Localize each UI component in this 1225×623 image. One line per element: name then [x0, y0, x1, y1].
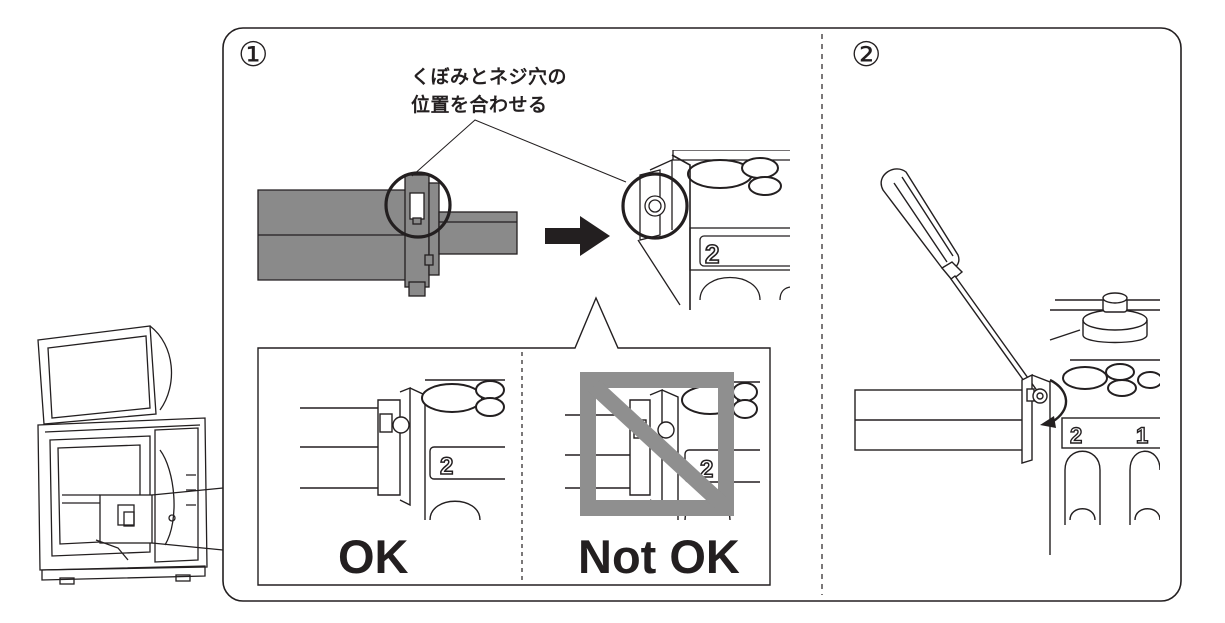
- instruction-panel-frame: [222, 27, 1182, 602]
- alignment-callout-text: くぼみとネジ穴の 位置を合わせる: [411, 66, 568, 116]
- slot-number-2-label: 2: [705, 239, 719, 269]
- ok-label: OK: [338, 530, 409, 583]
- shaft-with-notch-illustration: [257, 171, 518, 297]
- holder-closeup-illustration: [637, 150, 790, 310]
- insert-direction-arrow: [545, 216, 610, 256]
- ok-slot-number-label: 2: [440, 453, 453, 480]
- step-1-number: ①: [238, 35, 269, 75]
- prohibited-mark: [580, 372, 734, 516]
- step2-slot-number-2-label: 2: [1070, 423, 1082, 448]
- screw-hole-highlight: [621, 172, 689, 240]
- holder-tightening-illustration: [854, 292, 1160, 555]
- callout-leader-lines: [411, 119, 627, 183]
- ok-alignment-illustration: [300, 379, 505, 520]
- screwdriver-illustration: [880, 168, 1039, 396]
- not-ok-label: Not OK: [578, 530, 740, 583]
- machine-overview-illustration: [37, 325, 224, 585]
- rotation-arrowhead-icon: [1040, 416, 1056, 428]
- step2-slot-number-1-label: 1: [1136, 423, 1148, 448]
- step-2-number: ②: [851, 35, 882, 75]
- rotation-arrow-icon: [1049, 378, 1068, 424]
